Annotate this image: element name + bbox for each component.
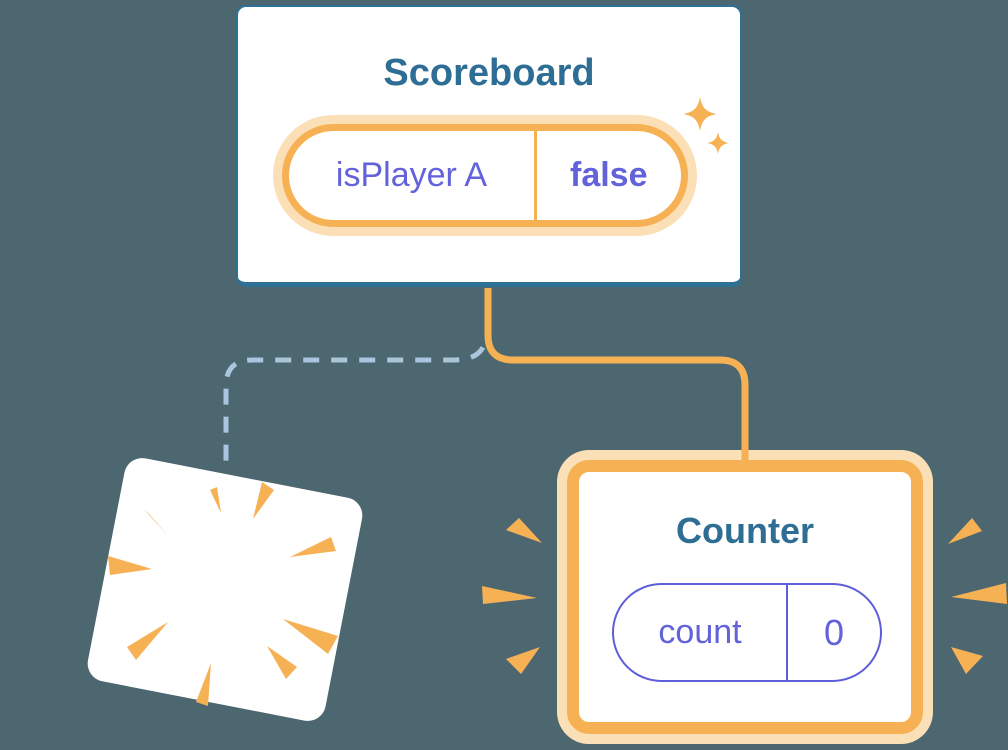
pill-divider <box>534 131 537 220</box>
pill-divider <box>786 585 788 680</box>
dashed-connector-line <box>223 319 491 468</box>
counter-state-pill: count 0 <box>612 583 882 682</box>
state-name-label: isPlayer A <box>335 156 488 194</box>
destroyed-component-card <box>84 454 366 725</box>
counter-title: Counter <box>676 510 814 551</box>
scoreboard-title: Scoreboard <box>383 52 595 94</box>
state-value-label: 0 <box>823 611 845 653</box>
scoreboard-state-pill: isPlayer A false <box>282 124 688 227</box>
state-value-label: false <box>570 156 648 194</box>
counter-card: Counter count 0 <box>567 460 923 734</box>
scoreboard-card: Scoreboard isPlayer A false <box>236 5 742 287</box>
state-name-label: count <box>658 613 742 651</box>
